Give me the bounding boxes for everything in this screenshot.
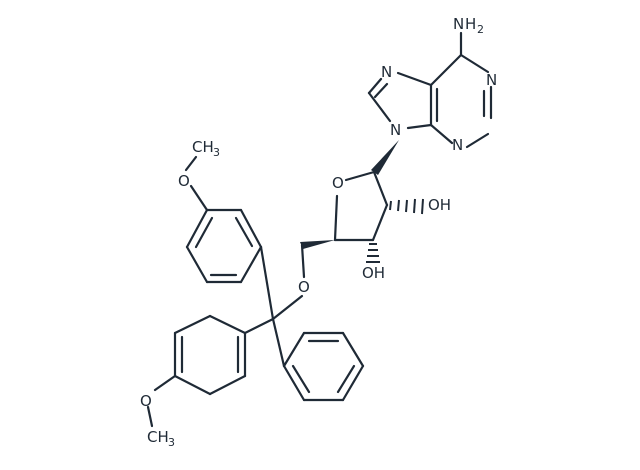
n7-label: N — [381, 63, 392, 81]
ring-oxygen-label: O — [332, 174, 344, 192]
n9-label: N — [390, 121, 401, 139]
methoxy-top-carbon-label: CH — [192, 138, 214, 156]
adenine-group — [367, 31, 493, 149]
dmt-group — [146, 155, 365, 428]
ribose-group — [333, 170, 424, 263]
oh-lower-label: OH — [362, 264, 385, 282]
c4-wedge — [300, 240, 335, 249]
methoxy-bottom-oxygen-label: O — [140, 392, 152, 410]
oh-upper-label: OH — [428, 196, 451, 214]
nh2-h-label: H — [465, 15, 476, 33]
nh2-subscript: 2 — [477, 23, 484, 36]
hashed-bond-c2-oh — [389, 198, 424, 215]
ether-oxygen-label: O — [298, 278, 310, 296]
hashed-bond-c3-oh — [366, 243, 380, 263]
n3-label: N — [452, 136, 463, 154]
methoxy-top-oxygen-label: O — [178, 172, 190, 190]
glycosidic-wedge — [371, 140, 399, 175]
methoxy-bottom-carbon-label: CH — [147, 428, 169, 446]
n1-label: N — [486, 71, 497, 89]
methoxy-bottom-subscript: 3 — [168, 436, 175, 449]
methoxy-top-subscript: 3 — [213, 146, 220, 159]
nh2-n-label: N — [453, 15, 464, 33]
